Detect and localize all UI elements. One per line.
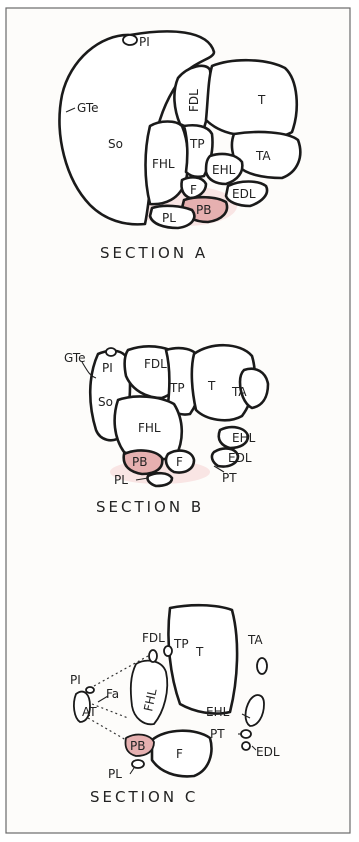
section-a-label-tp: TP — [189, 137, 205, 151]
section-a-label-fhl: FHL — [152, 157, 175, 171]
section-a-pi-muscle — [122, 34, 138, 46]
section-b-gte-leader — [81, 361, 97, 379]
section-b-title: SECTION B — [96, 498, 204, 516]
section-b-pt-leader — [213, 465, 225, 473]
section-c-ta-tendon — [256, 657, 268, 675]
section-c-label-ehl: EHL — [206, 705, 230, 719]
section-c-label-pt: PT — [210, 727, 225, 741]
section-c-fhl — [129, 659, 169, 726]
section-a: PI GTe So FDL T TP TA FHL EHL F EDL PB P… — [58, 30, 302, 262]
section-b-label-fdl: FDL — [144, 357, 167, 371]
section-b-ehl — [217, 425, 250, 450]
section-c-label-tp: TP — [173, 637, 189, 651]
section-c-dotted-line-upper — [93, 655, 149, 687]
section-a-title: SECTION A — [100, 244, 208, 262]
section-a-fibula — [180, 176, 208, 200]
section-c-pl-muscle — [131, 759, 145, 769]
section-a-ehl — [204, 152, 244, 186]
section-a-tibia — [204, 58, 298, 139]
section-c-achilles — [73, 690, 91, 723]
section-c-pt-tendon — [240, 729, 252, 739]
section-c-ehl-leader — [241, 713, 251, 719]
section-c-label-pl: PL — [108, 767, 122, 781]
section-b-pl-leader — [135, 477, 149, 481]
section-a-label-so: So — [108, 137, 123, 151]
section-c-label-pb: PB — [130, 739, 145, 753]
section-c-fdl-tendon — [148, 649, 158, 663]
section-a-label-f: F — [190, 183, 197, 197]
section-b-edl — [210, 447, 240, 468]
section-a-label-pb: PB — [196, 203, 211, 217]
section-c-tibia — [167, 603, 239, 715]
section-a-label-ta: TA — [255, 149, 271, 163]
section-b-label-tp: TP — [169, 381, 185, 395]
section-b-label-gte: GTe — [64, 351, 86, 365]
section-b: GTe PI FDL So TP T TA FHL EHL EDL PB F P… — [64, 343, 270, 516]
section-b-fibula — [164, 449, 196, 474]
section-c-edl-tendon — [241, 741, 251, 751]
section-a-label-gte: GTe — [77, 101, 99, 115]
section-c-pb — [124, 733, 155, 757]
section-c: FDL TP TA PI Fa T FHL AT EHL PT EDL PB F… — [70, 603, 280, 806]
section-b-label-pl: PL — [114, 473, 128, 487]
section-c-label-f: F — [176, 747, 183, 761]
section-c-label-fhl: FHL — [141, 687, 159, 712]
section-b-label-pb: PB — [132, 455, 147, 469]
section-c-fibula — [150, 729, 213, 778]
section-a-gte-leader — [65, 107, 76, 113]
section-c-fa-leader — [97, 695, 109, 703]
section-b-label-pt: PT — [222, 471, 237, 485]
section-c-label-edl: EDL — [256, 745, 280, 759]
section-b-pb — [122, 449, 164, 476]
section-b-label-fhl: FHL — [138, 421, 161, 435]
section-b-label-pi: PI — [102, 361, 113, 375]
section-c-pl-leader — [129, 767, 135, 775]
section-c-label-fa: Fa — [106, 687, 119, 701]
section-b-label-t: T — [207, 379, 216, 393]
section-a-label-edl: EDL — [232, 187, 256, 201]
section-b-label-ehl: EHL — [232, 431, 256, 445]
section-c-label-ta: TA — [247, 633, 263, 647]
section-c-tp-tendon — [163, 645, 173, 657]
section-a-label-ehl: EHL — [212, 163, 236, 177]
section-c-label-t: T — [195, 645, 204, 659]
section-b-tibia — [190, 343, 257, 422]
section-b-pl — [146, 471, 174, 488]
section-b-label-f: F — [176, 455, 183, 469]
section-c-title: SECTION C — [90, 788, 198, 806]
section-a-label-pi: PI — [139, 35, 150, 49]
section-c-label-fdl: FDL — [142, 631, 165, 645]
section-b-ta — [238, 367, 270, 410]
section-c-dotted-line-middle — [91, 703, 129, 719]
section-a-label-t: T — [257, 93, 266, 107]
section-b-label-so: So — [98, 395, 113, 409]
section-b-label-edl: EDL — [228, 451, 252, 465]
section-c-label-at: AT — [82, 705, 97, 719]
section-c-edl-leader — [251, 745, 257, 751]
section-c-dotted-line-lower — [87, 717, 127, 741]
section-b-label-ta: TA — [231, 385, 247, 399]
section-a-edl — [224, 180, 269, 208]
section-c-pi-tendon — [85, 686, 95, 694]
section-a-label-pl: PL — [162, 211, 176, 225]
section-a-pl — [148, 204, 196, 230]
section-a-label-fdl: FDL — [187, 89, 201, 112]
section-b-pi-muscle — [105, 347, 117, 357]
section-c-label-pi: PI — [70, 673, 81, 687]
